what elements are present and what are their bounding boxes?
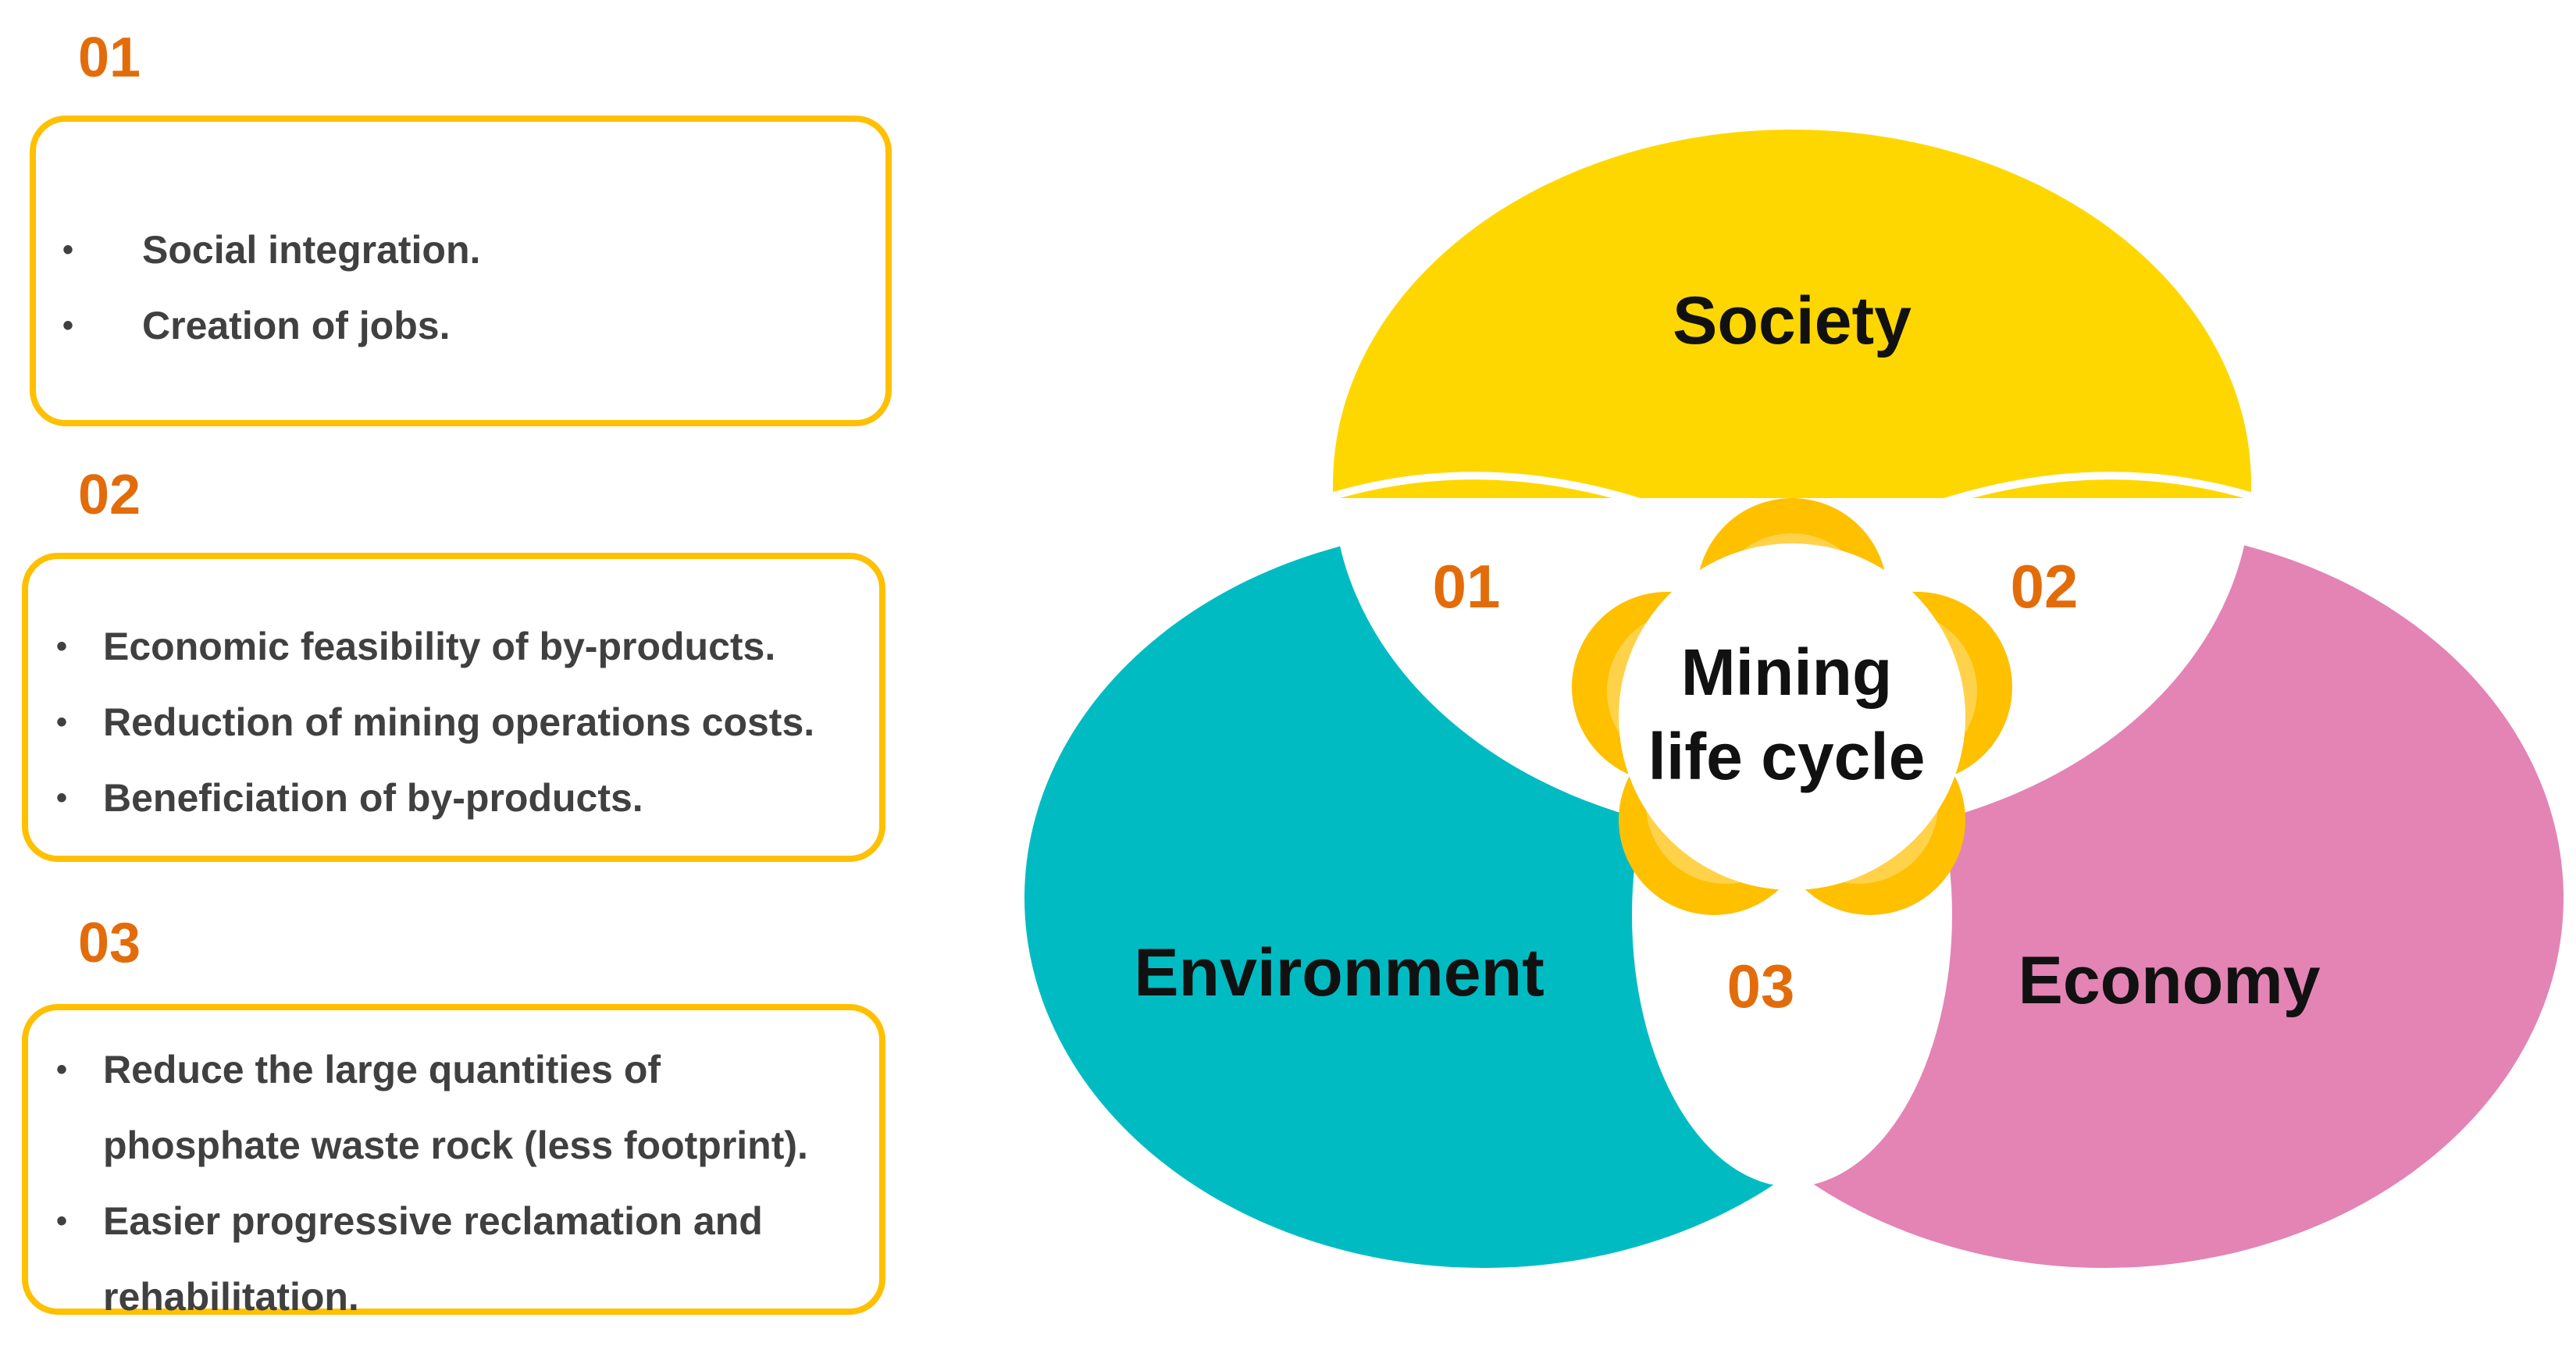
- list-item: • Reduction of mining operations costs.: [28, 685, 879, 760]
- list-item-text: phosphate waste rock (less footprint).: [103, 1123, 808, 1167]
- section-number-02: 02: [78, 464, 141, 526]
- section-number-03: 03: [78, 912, 141, 974]
- list-item: • Creation of jobs.: [36, 288, 885, 364]
- bullet-icon: •: [56, 1052, 68, 1087]
- bullet-icon: •: [62, 308, 74, 343]
- list-item: • Social integration.: [36, 212, 885, 288]
- list-item-continuation: rehabilitation.: [28, 1259, 879, 1335]
- section-number-01: 01: [78, 27, 141, 89]
- bullet-icon: •: [56, 629, 68, 664]
- list-item-text: Easier progressive reclamation and: [103, 1199, 763, 1243]
- society-label: Society: [1673, 283, 1912, 358]
- list-item-text: rehabilitation.: [103, 1275, 359, 1319]
- bullet-icon: •: [56, 705, 68, 739]
- environment-label: Environment: [1134, 935, 1545, 1010]
- list-item: • Easier progressive reclamation and: [28, 1184, 879, 1259]
- overlap-number-02: 02: [2011, 552, 2079, 621]
- center-label-line1: Mining: [1681, 636, 1893, 709]
- section-card-03: • Reduce the large quantities of phosphat…: [22, 1004, 885, 1319]
- bullet-icon: •: [62, 233, 74, 267]
- society-ellipse: [1333, 130, 2251, 498]
- list-item: • Beneficiation of by-products.: [28, 760, 879, 836]
- list-item: • Reduce the large quantities of: [28, 1032, 879, 1108]
- list-item-text: Economic feasibility of by-products.: [103, 625, 776, 668]
- list-item-text: Reduction of mining operations costs.: [103, 700, 815, 744]
- list-item-continuation: phosphate waste rock (less footprint).: [28, 1108, 879, 1184]
- list-item-text: Beneficiation of by-products.: [103, 776, 643, 820]
- society-left-arc: [1330, 472, 1751, 550]
- society-right-arc: [1833, 472, 2254, 550]
- economy-label: Economy: [2018, 943, 2320, 1018]
- section-card-01: • Social integration. • Creation of jobs.: [30, 116, 892, 426]
- section-card-02: • Economic feasibility of by-products. • R…: [22, 553, 885, 862]
- center-label-line2: life cycle: [1648, 720, 1926, 793]
- flower-center: [1619, 543, 1965, 890]
- overlap-number-01: 01: [1433, 552, 1501, 621]
- bullet-icon: •: [56, 781, 68, 815]
- bullet-icon: •: [56, 1204, 68, 1238]
- list-item-text: Social integration.: [142, 228, 481, 272]
- list-item: • Economic feasibility of by-products.: [28, 609, 879, 685]
- bullet-list: • Social integration. • Creation of jobs.: [36, 212, 885, 364]
- list-item-text: Reduce the large quantities of: [103, 1048, 661, 1091]
- bullet-list: • Economic feasibility of by-products. • R…: [28, 609, 879, 836]
- bullet-list: • Reduce the large quantities of phosphat…: [28, 1032, 879, 1335]
- overlap-number-03: 03: [1727, 952, 1795, 1020]
- list-item-text: Creation of jobs.: [142, 304, 451, 347]
- mining-life-cycle-flower: [1572, 498, 2012, 915]
